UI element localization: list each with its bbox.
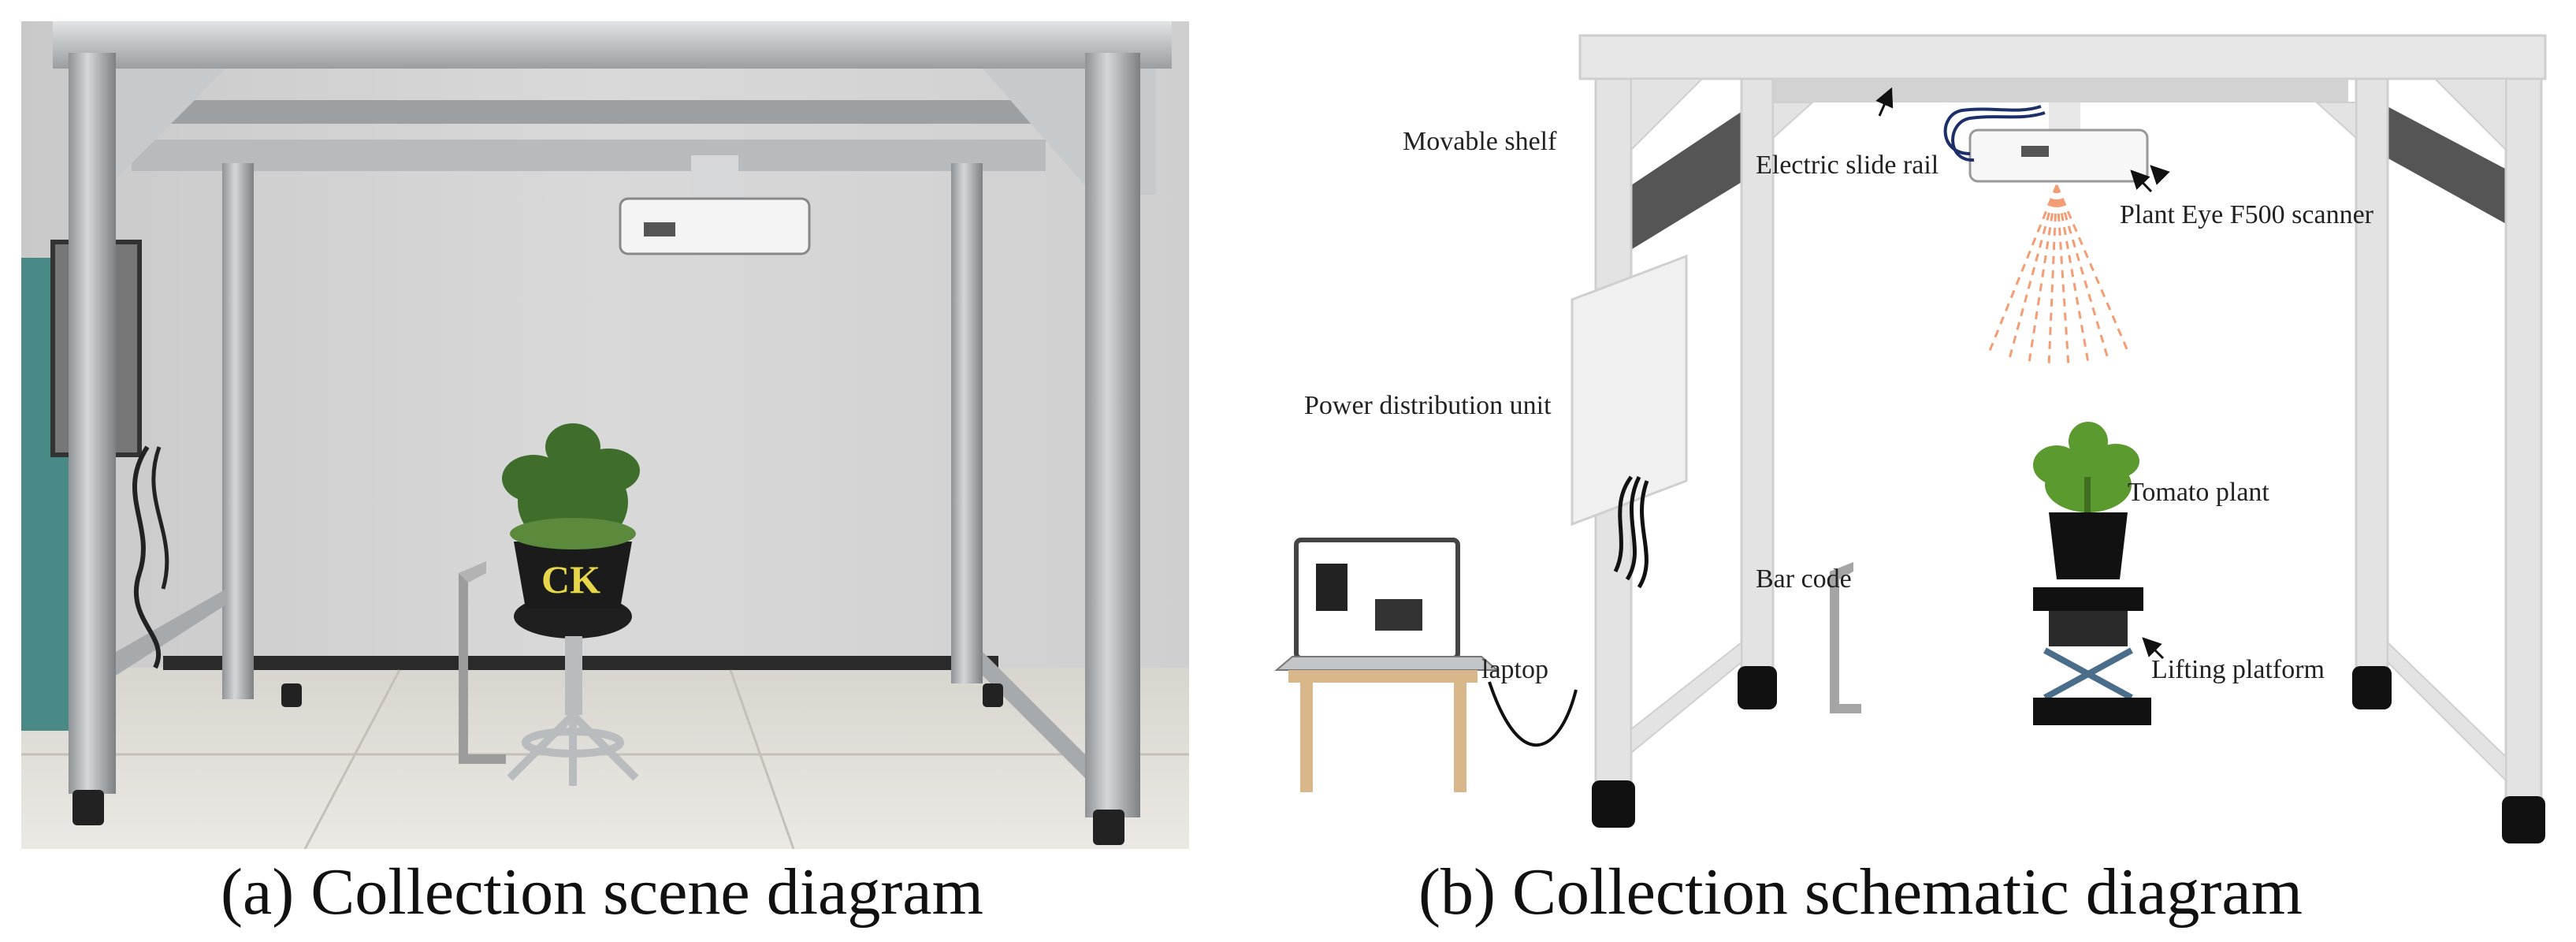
label-bar-code: Bar code [1756, 564, 1852, 594]
shelf-panel-left [1608, 106, 1749, 264]
tomato-plant [502, 423, 640, 549]
side-rail-right [2387, 640, 2507, 783]
lifting-platform [2033, 587, 2151, 725]
scanner [1968, 128, 2149, 183]
shelf-panel-right [2380, 102, 2522, 233]
bar-code-base [459, 754, 506, 764]
rail-bar-2 [132, 100, 1046, 124]
cables [151, 446, 169, 590]
label-laptop: laptop [1481, 655, 1548, 684]
wheel [983, 683, 1003, 707]
frame-top-beam [53, 21, 1172, 69]
wheel [281, 683, 302, 707]
label-power-distribution-unit: Power distribution unit [1304, 391, 1552, 420]
label-lifting-platform: Lifting platform [2151, 655, 2325, 684]
laser-rays [1988, 184, 2129, 367]
frame-top-beam [1578, 34, 2547, 80]
pot [514, 542, 632, 609]
stool-legs [507, 712, 639, 786]
wheel [1093, 810, 1124, 845]
rail-bar [1749, 79, 2348, 102]
collection-scene-photo: CK [21, 21, 1189, 849]
laptop [1274, 538, 1500, 792]
post-front-right [2504, 77, 2543, 806]
post-back-right [951, 163, 983, 683]
wheel [2502, 796, 2545, 843]
side-rail-left [1630, 640, 1742, 755]
wheel [72, 790, 104, 825]
scanner-lens [644, 222, 675, 236]
label-tomato-plant: Tomato plant [2128, 478, 2269, 507]
scanner-mount [691, 155, 738, 203]
power-distribution-unit [1571, 254, 1688, 527]
post-back-right [2355, 77, 2389, 680]
brace-right [2433, 78, 2507, 152]
bar-code-top [459, 561, 486, 583]
side-rail-right [983, 652, 1085, 778]
rail-bar [132, 140, 1046, 171]
pointer-arrows [1875, 87, 2170, 660]
post-front-left [69, 53, 116, 794]
brace-left [1630, 78, 1704, 152]
power-cables [1613, 475, 1649, 589]
scanner-mount [2049, 102, 2080, 134]
label-electric-slide-rail: Electric slide rail [1756, 151, 1939, 180]
pot [2049, 512, 2128, 579]
caption-a: (a) Collection scene diagram [221, 855, 983, 929]
bar-code-stand [1830, 562, 1861, 713]
laptop-cable [1488, 681, 1578, 747]
side-rail-left [116, 589, 226, 676]
wheel [1738, 666, 1777, 709]
scanner [619, 197, 811, 255]
scanner-cable [1943, 105, 2046, 162]
cables [132, 445, 162, 669]
brace-top-left [1772, 102, 1815, 140]
post-back-left [222, 163, 254, 699]
collection-schematic: Movable shelf Electric slide rail Plant … [1274, 34, 2547, 843]
pot-label: CK [541, 557, 600, 601]
wheel [1592, 780, 1635, 828]
wheel [2352, 666, 2392, 709]
post-back-left [1740, 77, 1775, 680]
caption-b: (b) Collection schematic diagram [1418, 855, 2303, 929]
label-movable-shelf: Movable shelf [1403, 127, 1557, 156]
bar-code-stand [459, 573, 468, 762]
stool-column [565, 636, 582, 715]
post-front-right [1085, 53, 1140, 817]
brace-top-right [2314, 102, 2357, 140]
scanner-lens [2021, 146, 2049, 157]
tomato-plant [2033, 422, 2139, 516]
label-scanner: Plant Eye F500 scanner [2120, 200, 2374, 229]
